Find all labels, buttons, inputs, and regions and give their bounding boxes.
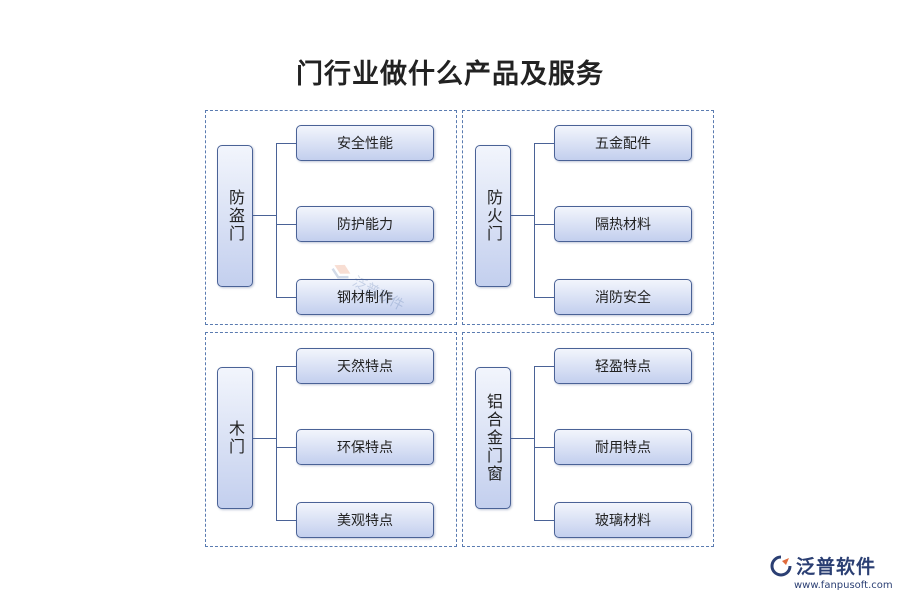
leaf-wooden-3: 美观特点 (296, 502, 434, 538)
connector (534, 143, 554, 144)
leaf-fire-2: 隔热材料 (554, 206, 692, 242)
leaf-fire-1: 五金配件 (554, 125, 692, 161)
connector (276, 143, 296, 144)
fanpu-logo-icon (331, 264, 351, 279)
quadrant-fire-door (462, 110, 714, 325)
leaf-anti-theft-1: 安全性能 (296, 125, 434, 161)
connector (511, 215, 534, 216)
connector (276, 366, 296, 367)
fanpu-logo-icon (770, 555, 792, 576)
brand-name: 泛普软件 (796, 556, 877, 578)
connector (534, 447, 554, 448)
leaf-aluminum-2: 耐用特点 (554, 429, 692, 465)
watermark: 泛普软件 (326, 258, 409, 316)
connector (253, 438, 276, 439)
leaf-anti-theft-3: 钢材制作 (296, 279, 434, 315)
brand-url: www.fanpusoft.com (794, 580, 893, 591)
main-box-anti-theft-door: 防盗门 (217, 145, 253, 287)
connector (534, 366, 554, 367)
quadrant-wooden-door (205, 332, 457, 547)
connector (511, 438, 534, 439)
connector (534, 224, 554, 225)
brand-logo: 泛普软件 www.fanpusoft.com (770, 552, 895, 591)
main-box-fire-door: 防火门 (475, 145, 511, 287)
leaf-aluminum-3: 玻璃材料 (554, 502, 692, 538)
quadrant-anti-theft-door (205, 110, 457, 325)
leaf-anti-theft-2: 防护能力 (296, 206, 434, 242)
leaf-wooden-2: 环保特点 (296, 429, 434, 465)
connector (534, 143, 535, 297)
connector (534, 366, 535, 520)
leaf-wooden-1: 天然特点 (296, 348, 434, 384)
main-box-aluminum-window: 铝合金门窗 (475, 367, 511, 509)
connector (534, 520, 554, 521)
connector (534, 297, 554, 298)
connector (276, 143, 277, 297)
connector (276, 366, 277, 520)
main-box-wooden-door: 木门 (217, 367, 253, 509)
leaf-aluminum-1: 轻盈特点 (554, 348, 692, 384)
connector (276, 224, 296, 225)
quadrant-aluminum-window (462, 332, 714, 547)
connector (276, 297, 296, 298)
connector (276, 520, 296, 521)
connector (276, 447, 296, 448)
page-title: 门行业做什么产品及服务 (296, 59, 604, 90)
connector (253, 215, 276, 216)
leaf-fire-3: 消防安全 (554, 279, 692, 315)
